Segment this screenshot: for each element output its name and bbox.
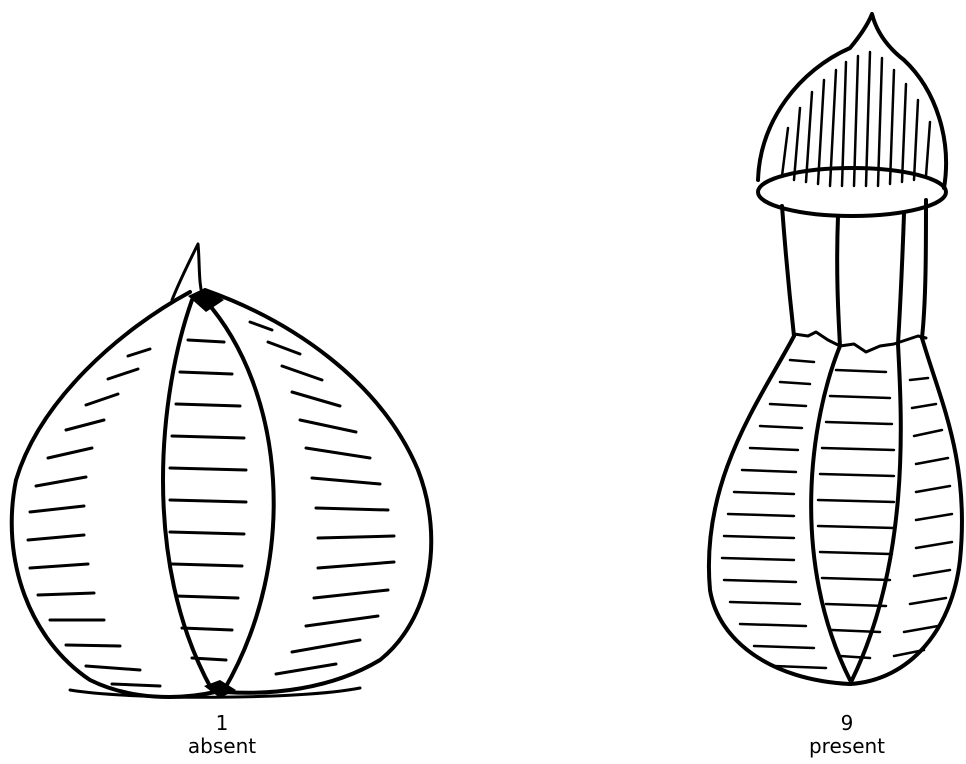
body-rib-right	[852, 344, 901, 680]
figure-number: 1	[122, 712, 322, 735]
neck-left	[782, 206, 794, 336]
figure-absent	[0, 0, 450, 764]
capsule-round-illustration	[0, 0, 450, 764]
center-segment-right	[205, 300, 274, 690]
center-segment-left	[163, 300, 212, 690]
body-center-hatching	[818, 370, 894, 658]
neck-right	[922, 200, 926, 338]
cap-rim	[758, 168, 946, 216]
cap-hatching	[782, 52, 930, 186]
constriction-line	[794, 332, 926, 352]
caption-absent: 1 absent	[122, 712, 322, 758]
right-lobe-hatching	[250, 322, 394, 674]
figure-label: absent	[122, 735, 322, 758]
figure-number: 9	[747, 712, 947, 735]
apex-knot	[188, 288, 224, 312]
caption-present: 9 present	[747, 712, 947, 758]
capsule-bottle-illustration	[690, 0, 966, 764]
left-lobe-outline	[12, 292, 215, 697]
neck-rib-1	[837, 216, 840, 346]
left-lobe-hatching	[28, 349, 160, 686]
figure-label: present	[747, 735, 947, 758]
figure-present	[690, 0, 966, 764]
neck-rib-2	[898, 214, 904, 344]
